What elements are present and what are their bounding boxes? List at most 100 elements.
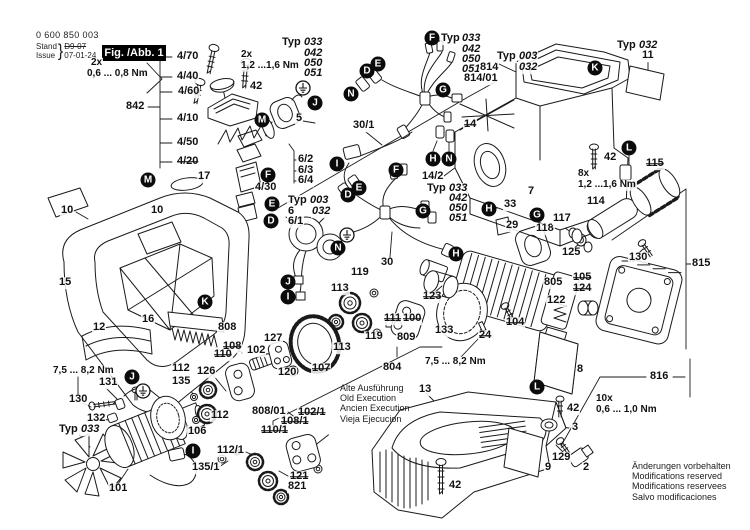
part-label: 117 — [552, 212, 572, 225]
part-label: 14 — [463, 118, 478, 131]
part-label: 135 — [171, 375, 192, 388]
part-label: Typ — [281, 36, 302, 49]
part-label: 30/1 — [352, 119, 376, 132]
part-label: 051 — [303, 67, 324, 80]
earth-ground-icon — [295, 80, 311, 96]
part-label: 124 — [572, 282, 593, 295]
part-label: 7 — [527, 185, 536, 198]
part-label: 1,2 ...1,6 Nm — [577, 178, 637, 191]
callout-h-icon: H — [481, 201, 497, 217]
part-label: 1,2 ...1,6 Nm — [240, 59, 300, 72]
part-label: 16 — [141, 313, 156, 326]
footer-line: Modifications reservees — [632, 481, 727, 492]
part-label: 050 — [461, 53, 482, 66]
part-label: 15 — [58, 276, 73, 289]
part-label: 4/40 — [176, 70, 200, 83]
part-label: 42 — [603, 151, 618, 164]
callout-m-icon: M — [140, 172, 156, 188]
part-label: 115 — [645, 157, 665, 170]
part-label: Typ — [287, 194, 308, 207]
part-label: 033 — [303, 36, 324, 49]
footer-line: Salvo modificaciones — [632, 491, 717, 502]
part-label: 805 — [543, 276, 564, 289]
stand-label: Stand — [36, 42, 57, 51]
part-label: 111 — [383, 312, 403, 325]
part-label: 14/2 — [421, 170, 445, 183]
part-label: 809 — [396, 331, 417, 344]
part-label: 0,6 ... 1,0 Nm — [595, 403, 658, 416]
part-label: Typ — [58, 423, 79, 436]
earth-ground-icon — [339, 227, 355, 243]
part-label: 808 — [217, 321, 238, 334]
part-label: 3 — [571, 421, 580, 434]
part-label: 110 — [213, 348, 233, 361]
part-label: 4/10 — [176, 112, 200, 125]
part-label: 125 — [561, 246, 582, 259]
power-cord-drawing — [217, 94, 303, 145]
part-label: 6/3 — [297, 164, 315, 177]
callout-i-icon: I — [185, 443, 201, 459]
part-label: 0,6 ... 0,8 Nm — [86, 67, 149, 80]
callout-h-icon: H — [448, 246, 464, 262]
part-label: 119 — [364, 330, 384, 343]
part-label: 114 — [586, 195, 606, 208]
part-label: 051 — [461, 63, 482, 76]
old-revision: D9-07 — [64, 42, 87, 51]
callout-g-icon: G — [529, 207, 545, 223]
modifications-note: Änderungen vorbehalten Modifications res… — [632, 461, 731, 502]
part-label: 102 — [246, 344, 267, 357]
part-label: 4/30 — [254, 181, 278, 194]
part-label: 29 — [505, 219, 520, 232]
part-label: 112/1 — [216, 444, 245, 457]
part-label: 814 — [479, 61, 500, 74]
part-label: Typ — [496, 50, 517, 63]
part-label: 130 — [68, 393, 89, 406]
part-label: 119 — [350, 266, 370, 279]
part-label: 10 — [60, 204, 75, 217]
callout-e-icon: E — [370, 56, 386, 72]
part-label: 042 — [303, 47, 324, 60]
part-label: 112 — [171, 362, 191, 375]
revision-date: 07-01-24 — [64, 51, 97, 60]
callout-n-icon: N — [343, 86, 359, 102]
part-label: 804 — [382, 361, 403, 374]
part-label: 9 — [544, 461, 553, 474]
part-label: 108/1 — [280, 415, 310, 428]
part-label: 30 — [380, 256, 395, 269]
part-label: 129 — [551, 451, 572, 464]
part-label: 104 — [505, 316, 526, 329]
part-label: Typ — [440, 32, 461, 45]
part-label: 050 — [303, 57, 324, 70]
part-label: 101 — [108, 482, 129, 495]
part-label: 112 — [210, 409, 230, 422]
part-label: 814/01 — [463, 72, 499, 85]
part-label: 6/2 — [297, 153, 315, 166]
blade-roller-drawing — [571, 166, 681, 244]
part-label: 042 — [461, 43, 482, 56]
part-label: 808/01 — [251, 405, 287, 418]
part-label: 5 — [295, 112, 304, 125]
earth-ground-icon — [135, 383, 151, 399]
part-label: 121 — [289, 470, 310, 483]
issue-label: Issue — [36, 51, 56, 60]
part-label: 110/1 — [260, 424, 289, 437]
part-label: 107 — [311, 362, 332, 375]
part-label: 4/50 — [176, 136, 200, 149]
callout-j-icon: J — [280, 274, 296, 290]
plate-8-drawing — [533, 331, 579, 395]
part-label: 4/70 — [176, 50, 200, 63]
part-label: 11 — [641, 49, 655, 62]
part-label: 7,5 ... 8,2 Nm — [52, 364, 115, 377]
part-label: 4/20 — [176, 155, 200, 168]
part-label: 131 — [98, 376, 119, 389]
part-label: 6/4 — [297, 174, 315, 187]
part-label: 106 — [187, 425, 208, 438]
part-label: 033 — [461, 32, 482, 45]
callout-e-icon: E — [351, 180, 367, 196]
part-label: 815 — [691, 257, 712, 270]
part-label: 032 — [518, 61, 539, 74]
callout-i-icon: I — [329, 156, 345, 172]
part-label: 122 — [546, 294, 567, 307]
part-label: 033 — [448, 182, 469, 195]
